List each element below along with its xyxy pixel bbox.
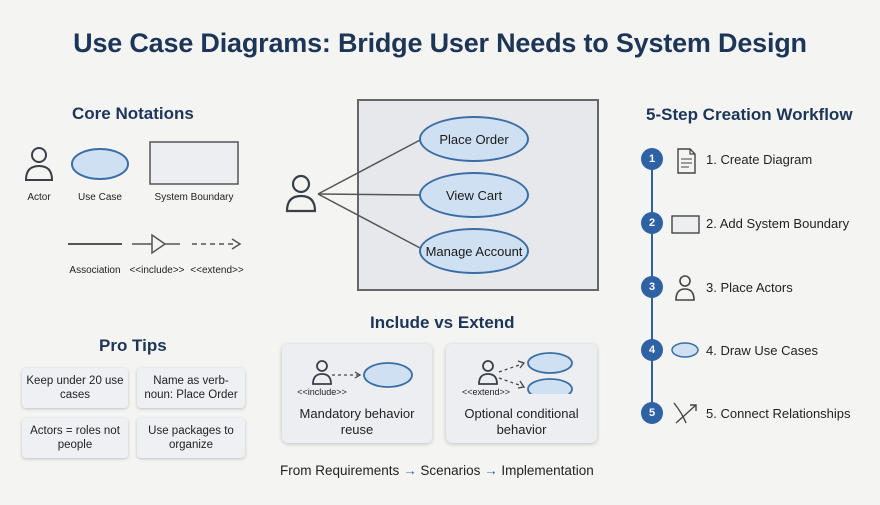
core-notations-graphics bbox=[24, 141, 242, 255]
extend-arrow-icon bbox=[192, 238, 242, 250]
actor-label: Actor bbox=[27, 192, 51, 203]
step-number: 3 bbox=[641, 276, 663, 298]
include-tag: <<include>> bbox=[297, 387, 347, 397]
include-arrow-icon bbox=[132, 233, 180, 255]
workflow-step-icons bbox=[671, 148, 700, 424]
step-label: 1. Create Diagram bbox=[706, 152, 813, 167]
rectangle-icon bbox=[671, 215, 700, 234]
tip-card: Keep under 20 use cases bbox=[22, 368, 128, 408]
use-case-label: Use Case bbox=[78, 192, 122, 203]
tip-card: Actors = roles not people bbox=[22, 418, 128, 458]
use-case-icon bbox=[71, 148, 129, 180]
association-label: Association bbox=[69, 265, 121, 276]
include-example-graphic bbox=[312, 360, 413, 388]
actor-icon bbox=[675, 275, 695, 301]
arrow-right-icon: → bbox=[403, 463, 417, 478]
extend-caption: Optional conditional behavior bbox=[464, 406, 579, 438]
page-title: Use Case Diagrams: Bridge User Needs to … bbox=[73, 28, 807, 58]
system-boundary-icon bbox=[149, 141, 239, 185]
extend-label: <<extend>> bbox=[190, 265, 244, 276]
step-number: 2 bbox=[641, 212, 663, 234]
use-case-place-order: Place Order bbox=[419, 116, 529, 162]
footer-scenarios: Scenarios bbox=[420, 463, 481, 478]
actor-icon bbox=[24, 147, 54, 181]
include-card: <<include>> Mandatory behavior reuse bbox=[282, 344, 432, 443]
connector-icon bbox=[673, 402, 697, 424]
footer-requirements: From Requirements bbox=[280, 463, 400, 478]
document-icon bbox=[677, 148, 696, 174]
ellipse-icon bbox=[671, 342, 699, 358]
system-boundary-label: System Boundary bbox=[154, 192, 234, 203]
include-vs-extend-heading: Include vs Extend bbox=[370, 313, 515, 332]
use-case-view-cart: View Cart bbox=[419, 172, 529, 218]
footer-implementation: Implementation bbox=[501, 463, 594, 478]
step-label: 4. Draw Use Cases bbox=[706, 343, 818, 358]
step-number: 5 bbox=[641, 402, 663, 424]
step-number: 1 bbox=[641, 148, 663, 170]
tip-card: Use packages to organize bbox=[137, 418, 245, 458]
extend-card: <<extend>> Optional conditional behavior bbox=[446, 344, 597, 443]
core-notations-heading: Core Notations bbox=[72, 104, 194, 123]
workflow-heading: 5-Step Creation Workflow bbox=[646, 105, 853, 124]
tip-card: Name as verb-noun: Place Order bbox=[137, 368, 245, 408]
step-label: 2. Add System Boundary bbox=[706, 216, 850, 231]
use-case-manage-account: Manage Account bbox=[419, 228, 529, 274]
arrow-right-icon: → bbox=[484, 463, 498, 478]
step-number: 4 bbox=[641, 339, 663, 361]
step-label: 5. Connect Relationships bbox=[706, 406, 851, 421]
footer-flow: From Requirements → Scenarios → Implemen… bbox=[280, 463, 594, 478]
actor-icon bbox=[285, 174, 317, 213]
include-caption: Mandatory behavior reuse bbox=[299, 406, 415, 438]
association-lines bbox=[285, 138, 423, 250]
extend-example-graphic bbox=[478, 352, 573, 394]
step-label: 3. Place Actors bbox=[706, 280, 793, 295]
include-label: <<include>> bbox=[129, 265, 185, 276]
pro-tips-heading: Pro Tips bbox=[99, 336, 167, 355]
extend-tag: <<extend>> bbox=[461, 387, 511, 397]
